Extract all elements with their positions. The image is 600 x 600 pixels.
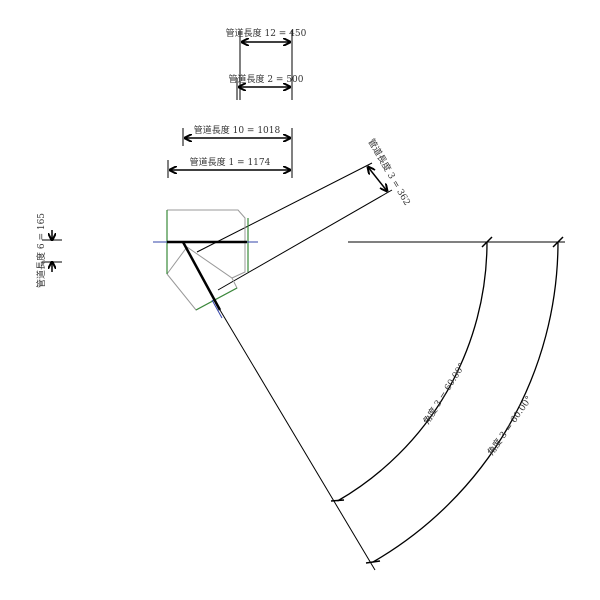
angle-reference-lines [219,241,565,571]
dim-len10-label: 管道長度 10 = 1018 [194,124,281,136]
dim-len10[interactable]: 管道長度 10 = 1018 [182,124,293,178]
dim-len6-label: 管道長度 6 = 165 [35,213,47,288]
dim-angle-outer[interactable]: 角度 3 = 60.00° [365,236,564,564]
dim-len1[interactable]: 管道長度 1 = 1174 [167,156,290,178]
dim-len12[interactable]: 管道長度 12 = 450 [226,27,307,100]
dim-len1-label: 管道長度 1 = 1174 [190,156,271,168]
dim-len12-label: 管道長度 12 = 450 [226,27,307,39]
pipe-angled[interactable] [181,241,222,311]
angle-inner-label: 角度 3 = 60.00° [420,361,467,427]
dim-angle-inner[interactable]: 角度 3 = 60.00° [330,236,493,502]
angle-outer-label: 角度 3 = 60.00° [485,393,535,457]
elbow-fitting[interactable] [153,209,258,319]
dim-len2-label: 管道長度 2 = 500 [228,73,303,85]
dim-len2[interactable]: 管道長度 2 = 500 [228,73,304,100]
dim-len6[interactable]: 管道長度 6 = 165 [35,213,62,288]
